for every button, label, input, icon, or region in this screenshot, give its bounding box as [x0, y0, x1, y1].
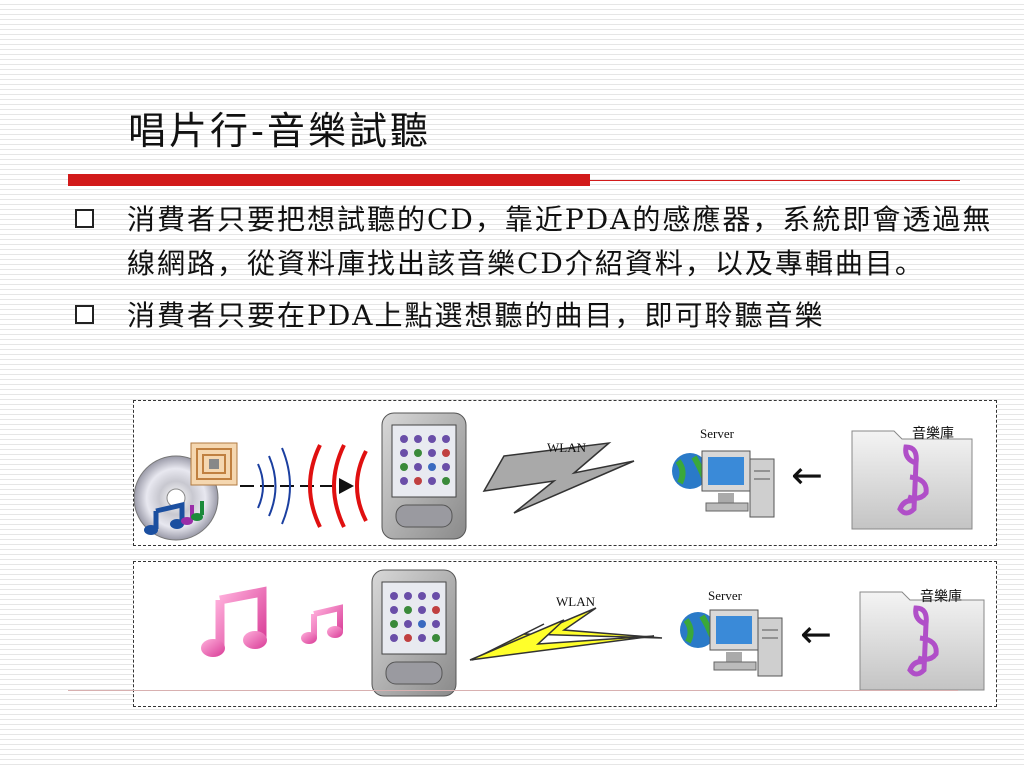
pink-music-note-small-icon: [301, 604, 343, 644]
diagram-panel-play-music: WLAN Server 音樂庫 ←: [133, 561, 997, 707]
library-label: 音樂庫: [912, 427, 954, 442]
bullet-list: 消費者只要把想試聽的CD，靠近PDA的感應器，系統即會透過無線網路，從資料庫找出…: [70, 198, 1020, 346]
pink-music-note-large-icon: [201, 586, 267, 657]
server-computer-icon: [672, 450, 775, 518]
server-label: Server: [700, 426, 734, 441]
slide-title: 唱片行-音樂試聽: [128, 109, 431, 153]
title-underline-bar: [68, 174, 590, 186]
square-bullet-icon: [75, 305, 94, 324]
diagram-play-music-graphic: [201, 566, 985, 704]
music-notes-icon: [144, 501, 204, 535]
bullet-item: 消費者只要在PDA上點選想聽的曲目，即可聆聽音樂: [70, 294, 1020, 338]
music-library-folder-icon: [851, 430, 973, 530]
diagram-panel-scan-cd: WLAN Server 音樂庫 ←: [133, 400, 997, 546]
diagram-scan-cd-graphic: [134, 409, 973, 545]
server-label: Server: [708, 588, 742, 603]
music-library-folder-icon: [859, 591, 985, 691]
bullet-text: 消費者只要在PDA上點選想聽的曲目，即可聆聽音樂: [127, 299, 825, 332]
arrow-left-icon: ←: [800, 612, 832, 656]
bullet-text: 消費者只要把想試聽的CD，靠近PDA的感應器，系統即會透過無線網路，從資料庫找出…: [127, 203, 993, 280]
arrow-left-icon: ←: [791, 453, 823, 497]
pda-device-icon: [360, 566, 470, 704]
wlan-label: WLAN: [547, 440, 586, 455]
server-computer-icon: [680, 609, 783, 677]
pda-device-icon: [370, 409, 480, 545]
library-label: 音樂庫: [920, 590, 962, 605]
signal-waves-icon: [257, 444, 368, 528]
dashed-arrow: [240, 478, 354, 494]
bullet-item: 消費者只要把想試聽的CD，靠近PDA的感應器，系統即會透過無線網路，從資料庫找出…: [70, 198, 1020, 286]
rfid-tag-icon: [190, 442, 238, 486]
wlan-lightning-icon: [469, 607, 663, 661]
wlan-label: WLAN: [556, 594, 595, 609]
title-underline-rule: [590, 180, 960, 181]
footer-rule: [68, 690, 958, 691]
wlan-lightning-icon: [482, 441, 635, 514]
square-bullet-icon: [75, 209, 94, 228]
